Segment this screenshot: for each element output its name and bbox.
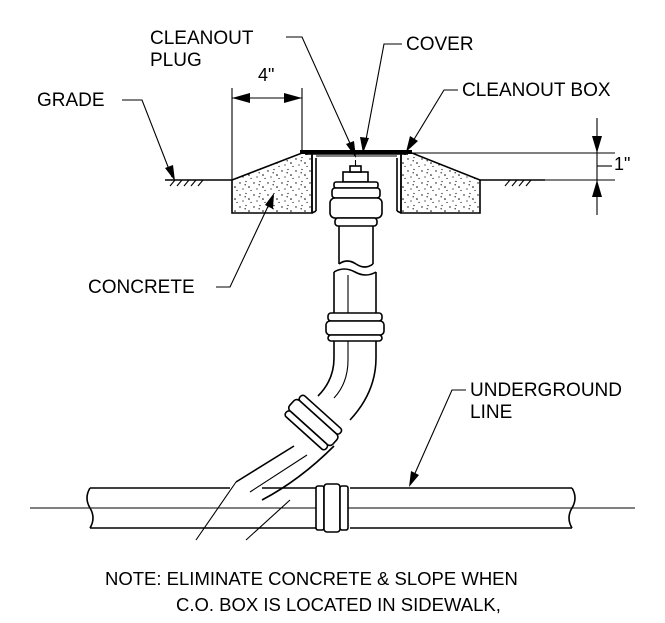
dimension-1in-label: 1" — [614, 154, 630, 174]
leader-cover — [360, 43, 402, 153]
leader-cleanout-plug — [286, 36, 356, 158]
wye-branch — [195, 445, 335, 541]
note-line2: C.O. BOX IS LOCATED IN SIDEWALK, — [176, 594, 501, 615]
label-cleanout-plug-line2: PLUG — [150, 50, 202, 71]
riser-pipe-upper — [338, 226, 374, 268]
leader-concrete — [216, 193, 274, 288]
label-underground-line1: UNDERGROUND — [470, 380, 622, 401]
leader-cleanout-box — [406, 89, 458, 152]
dimension-4in-label: 4" — [258, 65, 274, 85]
cover — [300, 150, 412, 157]
label-cleanout-box: CLEANOUT BOX — [462, 80, 611, 101]
label-underground-line2: LINE — [470, 402, 512, 423]
bend-pipe — [317, 341, 377, 421]
label-concrete: CONCRETE — [88, 277, 195, 298]
cleanout-plug — [329, 160, 383, 227]
riser-coupling — [325, 312, 385, 342]
leader-grade — [122, 99, 175, 181]
label-grade: GRADE — [37, 90, 105, 111]
note-line1: NOTE: ELIMINATE CONCRETE & SLOPE WHEN — [105, 568, 518, 589]
label-cleanout-plug-line1: CLEANOUT — [150, 28, 254, 49]
leader-underground-line — [409, 389, 466, 487]
dimension-1in — [412, 118, 615, 215]
cleanout-box — [311, 155, 402, 214]
riser-pipe-lower — [333, 268, 377, 313]
grade-ground-left — [165, 179, 232, 187]
dimension-4in — [231, 88, 303, 180]
label-cover: COVER — [406, 34, 474, 55]
grade-ground-right — [480, 179, 545, 187]
concrete-pad-right — [400, 152, 481, 214]
main-line-coupling — [315, 483, 349, 533]
bend-coupling — [284, 394, 343, 451]
